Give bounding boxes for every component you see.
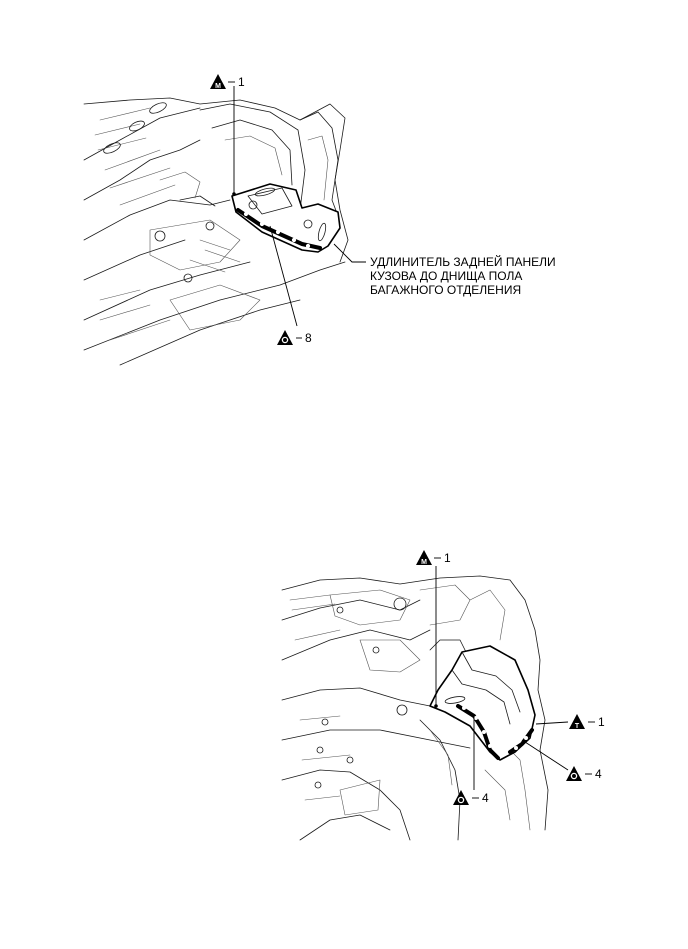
top-callout-o8: 8 — [277, 330, 312, 345]
svg-text:1: 1 — [598, 715, 605, 729]
leader-top-part-label — [333, 243, 366, 263]
weld-symbol-o-icon — [453, 790, 469, 805]
svg-text:1: 1 — [238, 75, 245, 89]
svg-text:M: M — [215, 83, 221, 90]
part-label-line-1: УДЛИНИТЕЛЬ ЗАДНЕЙ ПАНЕЛИ — [370, 254, 556, 269]
svg-text:1: 1 — [444, 551, 451, 565]
leader-top-o8 — [269, 225, 298, 327]
bottom-callout-o4-right: 4 — [566, 766, 602, 781]
top-callout-m1: M 1 — [210, 74, 245, 90]
svg-text:M: M — [421, 559, 427, 566]
svg-text:4: 4 — [482, 791, 489, 805]
leader-bottom-o4-right — [521, 739, 569, 771]
bottom-callout-o4-left: 4 — [453, 790, 489, 805]
bottom-callout-m1: M 1 — [416, 550, 451, 566]
weld-symbol-o-icon — [566, 766, 582, 781]
bottom-callout-t1: T 1 — [569, 714, 605, 730]
svg-text:T: T — [575, 723, 580, 730]
svg-text:8: 8 — [305, 331, 312, 345]
part-label-line-2: КУЗОВА ДО ДНИЩА ПОЛА — [370, 269, 522, 283]
weld-symbol-o-icon — [277, 330, 293, 345]
svg-text:4: 4 — [595, 767, 602, 781]
bottom-body-structure — [281, 575, 549, 841]
figure-top: M 1 8 УДЛИНИТЕЛЬ ЗАДНЕЙ ПАНЕЛИ КУЗОВА ДО… — [83, 74, 556, 366]
top-body-structure — [83, 97, 349, 366]
bottom-extension-part — [429, 645, 536, 761]
weld-symbol-t-icon: T — [569, 714, 585, 730]
figure-bottom: M 1 T 1 4 — [281, 550, 605, 841]
weld-symbol-m-icon: M — [210, 74, 226, 90]
top-extension-part — [231, 183, 341, 253]
top-part-label: УДЛИНИТЕЛЬ ЗАДНЕЙ ПАНЕЛИ КУЗОВА ДО ДНИЩА… — [356, 254, 556, 297]
weld-symbol-m-icon: M — [416, 550, 432, 566]
leader-bottom-t1 — [535, 721, 569, 725]
part-label-line-3: БАГАЖНОГО ОТДЕЛЕНИЯ — [370, 283, 521, 297]
